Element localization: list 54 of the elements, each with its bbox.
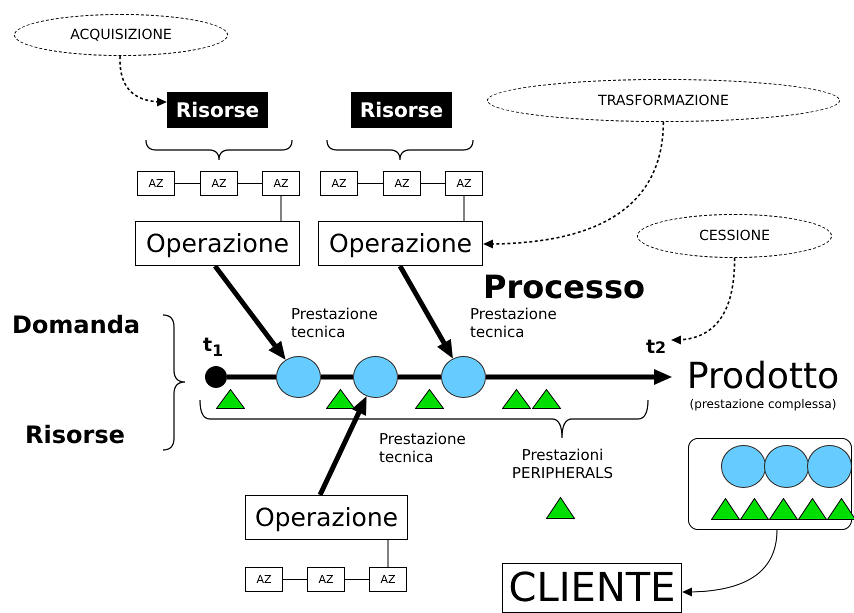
process-title: Processo — [483, 268, 645, 306]
az-box: AZ — [445, 171, 483, 196]
phase-ellipse: TRASFORMAZIONE — [487, 79, 840, 122]
timeline-line — [321, 374, 353, 380]
resource-tag: Risorse — [351, 92, 452, 128]
phase-ellipse: ACQUISIZIONE — [14, 14, 228, 56]
client-box: CLIENTE — [502, 563, 682, 613]
dashed-arrow — [483, 122, 664, 248]
az-box: AZ — [320, 171, 358, 196]
arrow — [682, 530, 778, 596]
operation-box: Operazione — [318, 221, 483, 266]
process-circle — [441, 356, 486, 398]
timeline-line — [398, 374, 441, 380]
arrow — [213, 264, 286, 360]
process-circle — [807, 445, 852, 488]
connector-line — [420, 183, 446, 184]
connector-line — [358, 183, 384, 184]
performance-caption: Prestazione tecnica — [379, 430, 467, 466]
connector-line — [238, 183, 262, 184]
arrow — [318, 396, 366, 496]
connector-line — [344, 579, 370, 580]
operation-box: Operazione — [245, 495, 408, 540]
az-box: AZ — [137, 171, 175, 196]
arrow — [398, 264, 453, 358]
performance-caption: Prestazione tecnica — [470, 305, 558, 341]
time-label: t$_{1}$ — [203, 334, 224, 360]
az-box: AZ — [369, 567, 407, 592]
side-label: Risorse — [25, 421, 125, 449]
process-circle — [353, 356, 398, 398]
process-circle — [276, 356, 321, 398]
product-panel — [688, 438, 852, 530]
process-circle — [764, 445, 809, 488]
connector-line — [282, 579, 308, 580]
az-box: AZ — [262, 171, 300, 196]
operation-box: Operazione — [135, 221, 300, 266]
connector-line — [174, 183, 200, 184]
dashed-arrow — [671, 258, 736, 344]
connector-line — [280, 196, 282, 222]
performance-caption: Prestazione tecnica — [291, 305, 379, 341]
arrow — [486, 369, 672, 385]
dashed-arrow — [119, 56, 167, 106]
process-circle — [721, 445, 766, 488]
az-box: AZ — [200, 171, 238, 196]
side-label: Domanda — [12, 311, 140, 339]
phase-ellipse: CESSIONE — [637, 214, 832, 258]
az-box: AZ — [307, 567, 345, 592]
timeline-line — [227, 374, 276, 380]
performance-caption: Prestazioni PERIPHERALS — [510, 446, 614, 482]
az-box: AZ — [245, 567, 283, 592]
product-subtitle: (prestazione complessa) — [690, 396, 836, 410]
resource-tag: Risorse — [167, 92, 268, 128]
product-title: Prodotto — [686, 356, 840, 396]
az-box: AZ — [383, 171, 421, 196]
start-dot — [205, 366, 227, 388]
